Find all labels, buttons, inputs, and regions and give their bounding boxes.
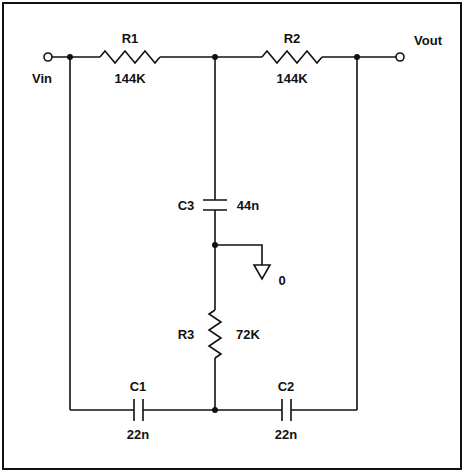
part-value: 22n bbox=[126, 428, 150, 441]
part-value: 22n bbox=[274, 428, 298, 441]
wire bbox=[214, 57, 216, 200]
wire bbox=[356, 57, 358, 410]
junction-dot bbox=[67, 54, 73, 60]
part-value: 72K bbox=[235, 328, 261, 341]
part-value: 44n bbox=[236, 199, 260, 212]
part-value: 144K bbox=[113, 72, 146, 85]
part-value: 144K bbox=[275, 72, 308, 85]
ground-symbol bbox=[254, 265, 270, 279]
part-name: C1 bbox=[129, 380, 148, 393]
junction-dot bbox=[212, 242, 218, 248]
resistor-symbol bbox=[262, 51, 322, 63]
capacitor-symbol bbox=[203, 200, 227, 210]
junction-dot bbox=[212, 407, 218, 413]
resistor-symbol bbox=[209, 310, 221, 358]
frame bbox=[3, 3, 461, 469]
wire bbox=[214, 210, 216, 310]
wire bbox=[160, 56, 262, 58]
part-name: R2 bbox=[283, 32, 302, 45]
wire bbox=[69, 57, 71, 410]
part-name: C2 bbox=[277, 380, 296, 393]
wire bbox=[291, 409, 357, 411]
part-name: R1 bbox=[121, 32, 140, 45]
wire bbox=[214, 358, 216, 410]
part-name: R3 bbox=[177, 328, 196, 341]
wire bbox=[70, 409, 134, 411]
node-label: 0 bbox=[277, 274, 286, 287]
terminal bbox=[396, 53, 404, 61]
junction-dot bbox=[354, 54, 360, 60]
terminal bbox=[44, 53, 52, 61]
part-name: C3 bbox=[177, 199, 196, 212]
capacitor-symbol bbox=[282, 399, 291, 421]
wire bbox=[52, 56, 100, 58]
capacitor-symbol bbox=[134, 399, 143, 421]
terminal-label: Vin bbox=[31, 72, 53, 85]
terminal-label: Vout bbox=[413, 34, 443, 47]
junction-dot bbox=[212, 54, 218, 60]
wire bbox=[215, 245, 262, 265]
resistor-symbol bbox=[100, 51, 160, 63]
